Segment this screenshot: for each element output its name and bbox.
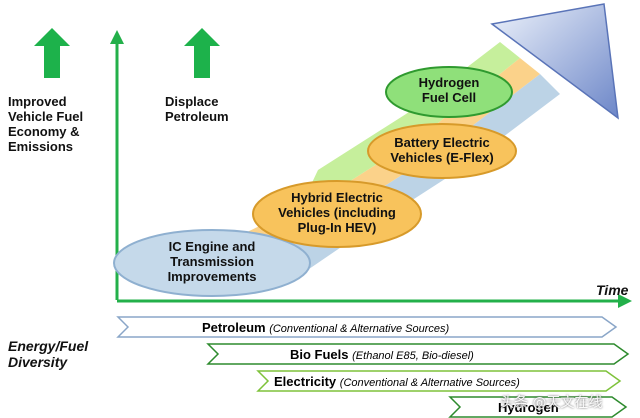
- fuel-name: Hydrogen: [498, 400, 559, 415]
- stage-hydrogen-bubble: [385, 66, 513, 118]
- fuel-name: Bio Fuels: [290, 347, 349, 362]
- fuel-bar-hydrogen: [448, 396, 628, 418]
- stage-hybrid-bubble: [252, 180, 422, 248]
- fuel-name: Petroleum: [202, 320, 266, 335]
- time-axis-label: Time: [596, 282, 629, 298]
- fuel-detail: (Ethanol E85, Bio-diesel): [352, 350, 474, 362]
- improved-goal-label: Improved Vehicle Fuel Economy & Emission…: [8, 94, 84, 154]
- fuel-label-electricity: Electricity (Conventional & Alternative …: [274, 374, 520, 389]
- stage-ic-engine-label: IC Engine and Transmission Improvements: [167, 239, 257, 284]
- fuel-bar-electricity: [256, 370, 622, 392]
- stage-ic-engine-bubble: [113, 229, 311, 297]
- stage-battery-bubble: [367, 123, 517, 179]
- fuel-bar-biofuels: [206, 343, 630, 365]
- fuel-label-petroleum: Petroleum (Conventional & Alternative So…: [202, 320, 449, 335]
- stage-battery-label: Battery Electric Vehicles (E-Flex): [390, 135, 494, 165]
- displace-up-arrow-icon: [184, 28, 220, 78]
- fuel-name: Electricity: [274, 374, 337, 389]
- fuel-bar-petroleum: [116, 316, 618, 338]
- fuel-label-hydrogen: Hydrogen: [498, 400, 559, 415]
- displace-goal-label: Displace Petroleum: [165, 94, 229, 124]
- fuel-detail: (Conventional & Alternative Sources): [269, 323, 450, 335]
- stage-hydrogen-label: Hydrogen Fuel Cell: [418, 75, 480, 105]
- stage-hybrid-label: Hybrid Electric Vehicles (including Plug…: [278, 190, 396, 235]
- progress-arrow-tip-icon: [490, 3, 619, 120]
- energy-diversity-title: Energy/Fuel Diversity: [8, 338, 89, 371]
- fuel-detail: (Conventional & Alternative Sources): [339, 377, 520, 389]
- fuel-label-biofuels: Bio Fuels (Ethanol E85, Bio-diesel): [290, 347, 474, 362]
- watermark: 头条 @天文在线: [500, 395, 603, 411]
- improved-up-arrow-icon: [34, 28, 70, 78]
